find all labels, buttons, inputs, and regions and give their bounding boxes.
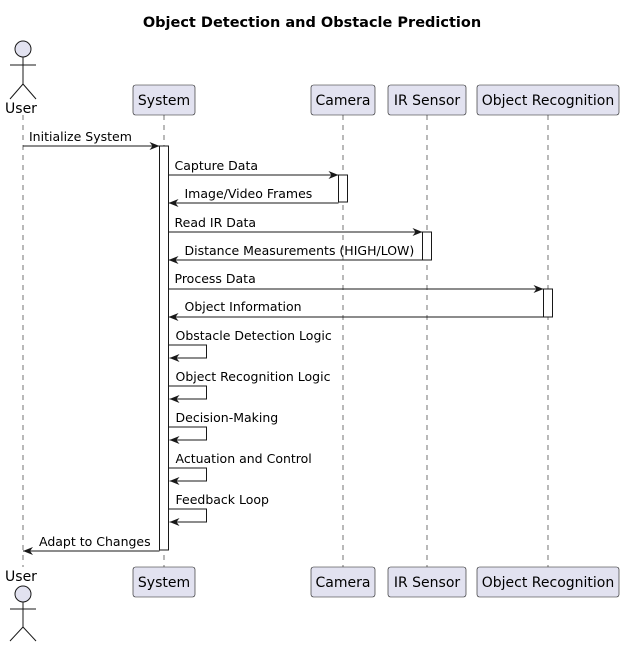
arrowhead: [168, 199, 179, 207]
message-3: Image/Video Frames: [168, 186, 339, 207]
message-2: Capture Data: [168, 158, 339, 179]
actor-user-bottom: User: [5, 569, 37, 642]
self-message-line: [168, 467, 207, 482]
participant-box: [132, 566, 196, 598]
arrowhead: [23, 547, 33, 555]
activation-bar-ir: [422, 231, 432, 261]
participant-label: Camera: [316, 575, 371, 591]
message-label: Adapt to Changes: [39, 534, 151, 549]
arrowhead: [149, 142, 160, 150]
arrowhead: [412, 228, 423, 236]
activation-bar-system: [159, 145, 169, 551]
participant-camera-top: Camera: [310, 84, 376, 116]
participant-ir-top: IR Sensor: [387, 84, 467, 116]
message-4: Read IR Data: [168, 215, 423, 236]
message-12: Feedback Loop: [168, 492, 270, 526]
person-icon: [9, 40, 37, 100]
diagram-title: Object Detection and Obstacle Prediction: [143, 15, 481, 31]
message-label: Initialize System: [29, 129, 132, 144]
message-5: Distance Measurements (HIGH/LOW): [168, 243, 423, 264]
message-label: Process Data: [175, 271, 256, 286]
arrowhead: [168, 313, 179, 321]
participant-label: Object Recognition: [482, 575, 615, 591]
participant-box: [476, 84, 620, 116]
arrowhead: [169, 354, 180, 362]
participant-label: Object Recognition: [482, 93, 615, 109]
message-label: Distance Measurements (HIGH/LOW): [185, 243, 415, 258]
participant-camera-bottom: Camera: [310, 566, 376, 598]
message-10: Decision-Making: [168, 410, 279, 444]
participant-system-top: System: [132, 84, 196, 116]
message-label: Object Recognition Logic: [176, 369, 331, 384]
participant-system-bottom: System: [132, 566, 196, 598]
message-7: Object Information: [168, 299, 544, 321]
arrowhead: [169, 395, 180, 403]
actor-user: User: [5, 40, 37, 117]
actor-label: User: [5, 569, 37, 585]
message-1: Initialize System: [23, 129, 160, 150]
person-icon: [9, 585, 37, 642]
message-label: Obstacle Detection Logic: [176, 328, 332, 343]
arrowhead: [328, 171, 339, 179]
participant-box: [132, 84, 196, 116]
arrowhead: [168, 256, 179, 264]
participant-label: System: [138, 575, 190, 591]
message-label: Actuation and Control: [176, 451, 312, 466]
participant-box: [387, 84, 467, 116]
self-message-line: [168, 344, 207, 359]
message-11: Actuation and Control: [168, 451, 312, 485]
message-label: Object Information: [185, 299, 302, 314]
message-label: Read IR Data: [175, 215, 257, 230]
participant-box: [387, 566, 467, 598]
participant-label: IR Sensor: [394, 575, 461, 591]
participant-box: [310, 84, 376, 116]
arrowhead: [169, 518, 180, 526]
participant-box: [476, 566, 620, 598]
participant-label: IR Sensor: [394, 93, 461, 109]
participant-objrec-bottom: Object Recognition: [476, 566, 620, 598]
message-9: Object Recognition Logic: [168, 369, 331, 403]
participant-box: [310, 566, 376, 598]
arrowhead: [533, 285, 544, 293]
message-label: Capture Data: [175, 158, 259, 173]
participant-label: System: [138, 93, 190, 109]
participant-objrec-top: Object Recognition: [476, 84, 620, 116]
self-message-line: [168, 426, 207, 441]
activation-bar-objrec: [543, 288, 553, 318]
message-label: Image/Video Frames: [185, 186, 313, 201]
message-8: Obstacle Detection Logic: [168, 328, 332, 362]
arrowhead: [169, 477, 180, 485]
message-6: Process Data: [168, 271, 544, 293]
participant-label: Camera: [316, 93, 371, 109]
activation-bar-camera: [338, 174, 348, 203]
participant-ir-bottom: IR Sensor: [387, 566, 467, 598]
arrowhead: [169, 436, 180, 444]
self-message-line: [168, 508, 207, 523]
message-label: Decision-Making: [176, 410, 279, 425]
actor-label: User: [5, 101, 37, 117]
message-13: Adapt to Changes: [23, 534, 160, 555]
message-label: Feedback Loop: [176, 492, 270, 507]
self-message-line: [168, 385, 207, 400]
